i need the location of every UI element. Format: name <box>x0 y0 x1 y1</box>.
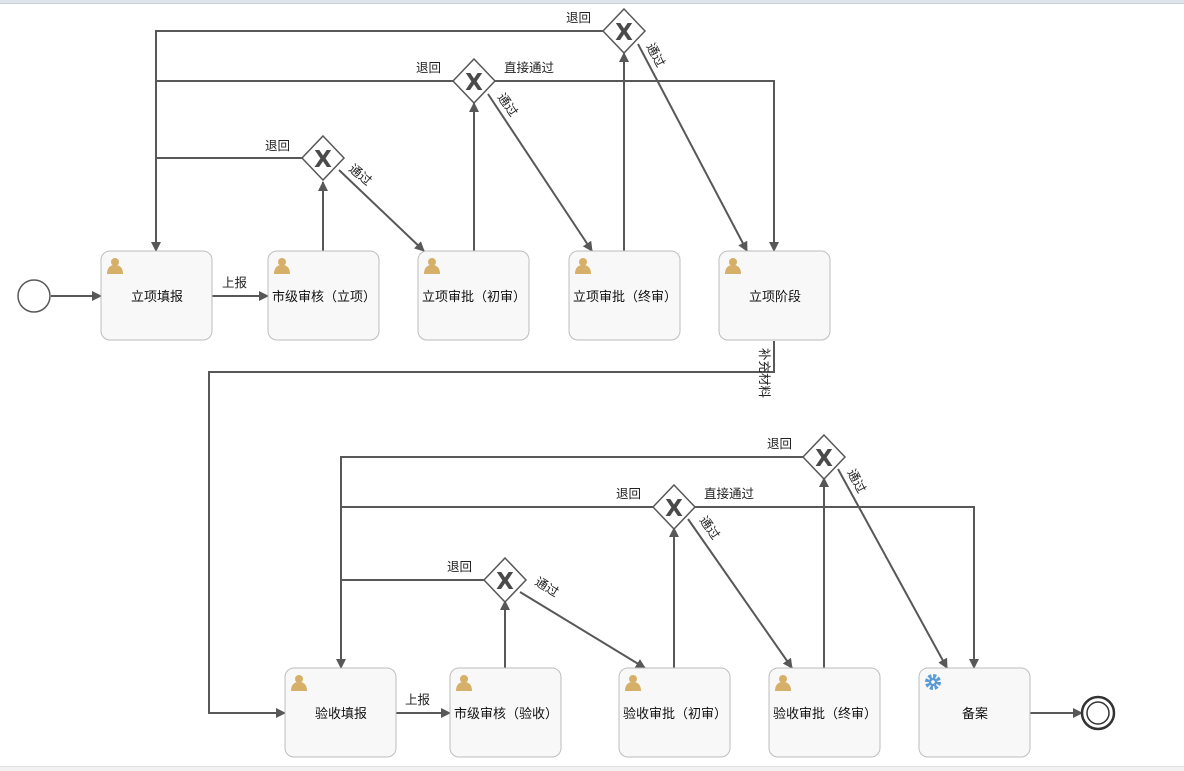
task-acceptance-approval-initial[interactable]: 验收审批（初审） <box>618 667 731 758</box>
task-label: 立项填报 <box>131 290 183 305</box>
task-label: 市级审核（立项） <box>272 289 376 305</box>
flow-gw3-return <box>151 30 603 252</box>
label-return: 退回 <box>416 60 441 75</box>
gear-icon <box>925 674 941 690</box>
flow-gw1-pass <box>338 169 425 252</box>
label-return: 退回 <box>616 486 641 501</box>
label-pass: 通过 <box>346 161 375 189</box>
task-label: 验收审批（初审） <box>623 706 727 722</box>
flow-gw2-direct <box>495 80 779 252</box>
label-submit: 上报 <box>405 692 431 707</box>
task-label: 市级审核（验收） <box>454 706 558 722</box>
label-return: 退回 <box>265 138 290 153</box>
label-submit: 上报 <box>222 275 248 290</box>
task-project-approval-initial[interactable]: 立项审批（初审） <box>417 250 530 341</box>
exclusive-gateway-icon: X <box>665 496 683 522</box>
exclusive-gateway-icon: X <box>615 20 633 46</box>
label-return: 退回 <box>566 10 591 25</box>
flow-gw5-direct <box>695 506 979 669</box>
end-event[interactable] <box>1080 695 1116 731</box>
label-next-stage: 补充材料 <box>757 348 772 399</box>
label-pass: 通过 <box>643 40 668 70</box>
task-label: 立项阶段 <box>749 290 801 305</box>
gateway-final-approval-2[interactable]: X <box>801 433 847 481</box>
gateway-initial-approval[interactable]: X <box>451 57 497 105</box>
label-pass: 通过 <box>844 466 869 496</box>
label-pass: 通过 <box>495 90 522 119</box>
start-event[interactable] <box>17 279 51 313</box>
exclusive-gateway-icon: X <box>815 446 833 472</box>
window-top-border <box>0 0 1184 4</box>
gateway-city-review-2[interactable]: X <box>482 556 528 604</box>
flow-gw6-return <box>336 456 804 669</box>
window-bottom-border <box>0 766 1184 771</box>
task-label: 立项审批（终审） <box>573 289 677 305</box>
task-filing[interactable]: 备案 <box>918 667 1031 758</box>
label-return: 退回 <box>447 559 472 574</box>
flow-gw3-pass <box>637 43 748 252</box>
gateway-initial-approval-2[interactable]: X <box>651 483 697 531</box>
flow-gw2-pass <box>487 93 593 252</box>
gateway-city-review[interactable]: X <box>300 134 346 182</box>
flow-gw6-pass <box>837 468 948 669</box>
flow-gw5-pass <box>687 518 793 669</box>
label-pass: 通过 <box>532 574 562 600</box>
label-return: 退回 <box>767 436 792 451</box>
task-project-fill[interactable]: 立项填报 <box>100 250 213 341</box>
task-label: 验收审批（终审） <box>773 706 877 722</box>
task-project-stage[interactable]: 立项阶段 <box>718 250 831 341</box>
label-direct-pass: 直接通过 <box>704 486 755 501</box>
task-project-approval-final[interactable]: 立项审批（终审） <box>568 250 681 341</box>
gateway-final-approval[interactable]: X <box>601 7 647 55</box>
task-label: 验收填报 <box>315 706 367 722</box>
flow-gw4-pass <box>519 591 646 669</box>
task-city-review-project[interactable]: 市级审核（立项） <box>267 250 380 341</box>
task-label: 备案 <box>962 706 988 722</box>
label-direct-pass: 直接通过 <box>504 60 555 75</box>
task-acceptance-approval-final[interactable]: 验收审批（终审） <box>768 667 881 758</box>
exclusive-gateway-icon: X <box>496 569 514 595</box>
flow-next-stage <box>208 341 775 718</box>
task-label: 立项审批（初审） <box>422 290 526 305</box>
exclusive-gateway-icon: X <box>314 147 332 173</box>
exclusive-gateway-icon: X <box>465 70 483 96</box>
task-city-review-acceptance[interactable]: 市级审核（验收） <box>449 667 562 758</box>
task-acceptance-fill[interactable]: 验收填报 <box>284 667 397 758</box>
